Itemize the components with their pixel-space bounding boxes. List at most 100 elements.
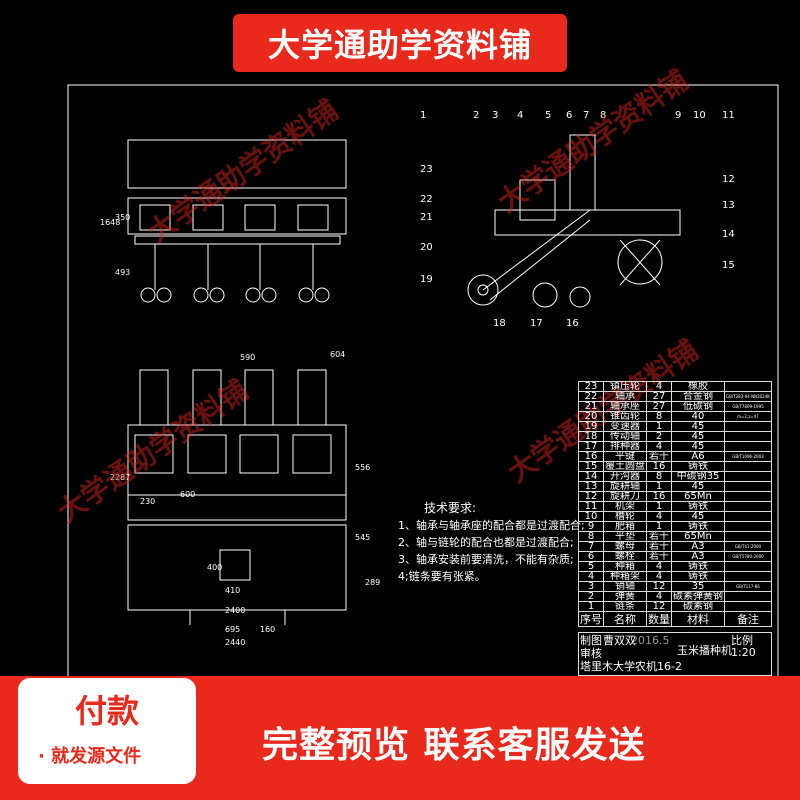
scale: 比例1:20	[731, 634, 756, 659]
dimension-label: 410	[225, 586, 240, 595]
cell-material: 65Mn	[671, 531, 725, 542]
cell-material: 铸铁	[671, 461, 725, 472]
leader-number: 10	[693, 110, 706, 121]
cell-no: 4	[578, 571, 604, 582]
cell-no: 12	[578, 491, 604, 502]
cell-material: 45	[671, 511, 725, 522]
cell-material: 铸铁	[671, 561, 725, 572]
dimension-label: 350	[115, 213, 130, 222]
cell-name: 弹簧	[603, 591, 647, 602]
cell-note	[724, 421, 772, 432]
cell-name: 机架	[603, 501, 647, 512]
cell-note	[724, 381, 772, 392]
cell-no: 13	[578, 481, 604, 492]
cell-material: 铸铁	[671, 571, 725, 582]
cell-no: 5	[578, 561, 604, 572]
cell-no: 18	[578, 431, 604, 442]
cell-qty: 27	[646, 401, 672, 412]
cell-name: 传动轴	[603, 431, 647, 442]
cell-name: 排种器	[603, 441, 647, 452]
cell-name: 平键	[603, 451, 647, 462]
cell-name: 螺母	[603, 541, 647, 552]
covering-disc	[245, 287, 261, 303]
leader-number: 9	[675, 110, 681, 121]
cell-qty: 12	[646, 601, 672, 612]
seed-unit	[297, 369, 327, 426]
leader-number: 11	[722, 110, 735, 121]
leader-number: 7	[583, 110, 589, 121]
pay-box[interactable]: 付款 · 就发源文件	[18, 678, 196, 784]
dimension-label: 545	[355, 533, 370, 542]
cell-qty: 4	[646, 561, 672, 572]
cell-name: 链条	[603, 601, 647, 612]
cell-name: 平垫	[603, 531, 647, 542]
dimension-label: 695	[225, 625, 240, 634]
dimension-label: 2287	[110, 473, 130, 482]
leader-number: 19	[420, 274, 433, 285]
covering-disc	[261, 287, 277, 303]
covering-disc	[140, 287, 156, 303]
leader-number: 17	[530, 318, 543, 329]
cell-qty: 4	[646, 441, 672, 452]
school: 塔里木大学农机16-2	[580, 660, 682, 673]
leader-number: 1	[420, 110, 426, 121]
cell-qty: 4	[646, 381, 672, 392]
cell-note: GB/T1096-2003	[724, 451, 772, 462]
cell-qty: 4	[646, 511, 672, 522]
cell-note	[724, 521, 772, 532]
seed-hopper	[187, 434, 227, 474]
cell-material: 合金钢	[671, 391, 725, 402]
cell-note	[724, 531, 772, 542]
leader-number: 14	[722, 229, 735, 240]
seed-box	[192, 204, 224, 231]
cell-note	[724, 591, 772, 602]
cell-note	[724, 431, 772, 442]
tech-item: 1、轴承与轴承座的配合都是过渡配合;	[398, 519, 585, 532]
cell-qty: 4	[646, 571, 672, 582]
drawer-name: 曹双双	[603, 634, 636, 647]
leader-number: 23	[420, 164, 433, 175]
cell-material: 40	[671, 411, 725, 422]
cell-qty: 16	[646, 461, 672, 472]
cell-no: 8	[578, 531, 604, 542]
date: 2016.5	[631, 634, 670, 647]
seed-hopper	[134, 434, 174, 474]
cell-name: 名称	[603, 611, 647, 627]
cell-note	[724, 601, 772, 612]
cell-qty: 数量	[646, 611, 672, 627]
dimension-label: 289	[365, 578, 380, 587]
covering-disc	[209, 287, 225, 303]
leader-number: 12	[722, 174, 735, 185]
cell-qty: 16	[646, 491, 672, 502]
review-label: 审核	[580, 647, 602, 660]
cell-note: GB/T5780-2000	[724, 551, 772, 562]
cell-material: A3	[671, 551, 725, 562]
cell-qty: 1	[646, 501, 672, 512]
covering-disc	[298, 287, 314, 303]
dimension-label: 493	[115, 268, 130, 277]
cell-no: 20	[578, 411, 604, 422]
cell-name: 种箱	[603, 561, 647, 572]
seed-hopper	[292, 434, 332, 474]
cell-no: 11	[578, 501, 604, 512]
cell-note	[724, 471, 772, 482]
leader-number: 13	[722, 200, 735, 211]
contact-cta: 完整预览 联系客服发送	[262, 725, 646, 766]
dimension-label: 400	[207, 563, 222, 572]
tech-item: 4;链条要有张紧。	[398, 570, 486, 583]
cell-no: 6	[578, 551, 604, 562]
leader-number: 4	[517, 110, 523, 121]
covering-disc	[314, 287, 330, 303]
cell-qty: 若干	[646, 451, 672, 462]
leader-number: 16	[566, 318, 579, 329]
